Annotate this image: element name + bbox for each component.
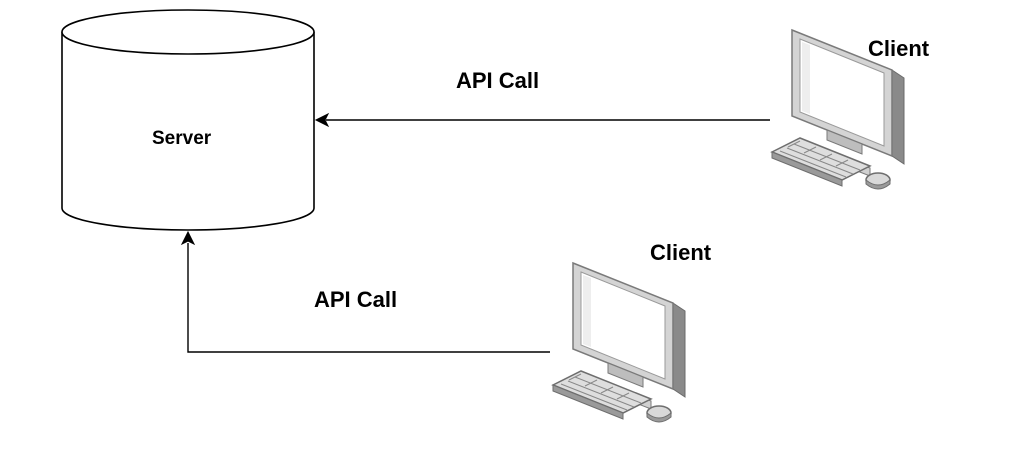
server-label: Server	[152, 128, 212, 149]
api-call-label-2: API Call	[314, 287, 398, 312]
client-label-1: Client	[868, 36, 930, 61]
api-call-connector-2	[180, 230, 550, 353]
api-call-connector-1	[314, 112, 770, 128]
client-label-2: Client	[650, 240, 712, 265]
client-2-computer-icon	[552, 262, 686, 423]
api-call-label-1: API Call	[456, 68, 540, 93]
arrow-head-icon	[314, 112, 330, 128]
server-cylinder-icon	[61, 9, 315, 231]
arrow-head-icon	[180, 230, 196, 246]
